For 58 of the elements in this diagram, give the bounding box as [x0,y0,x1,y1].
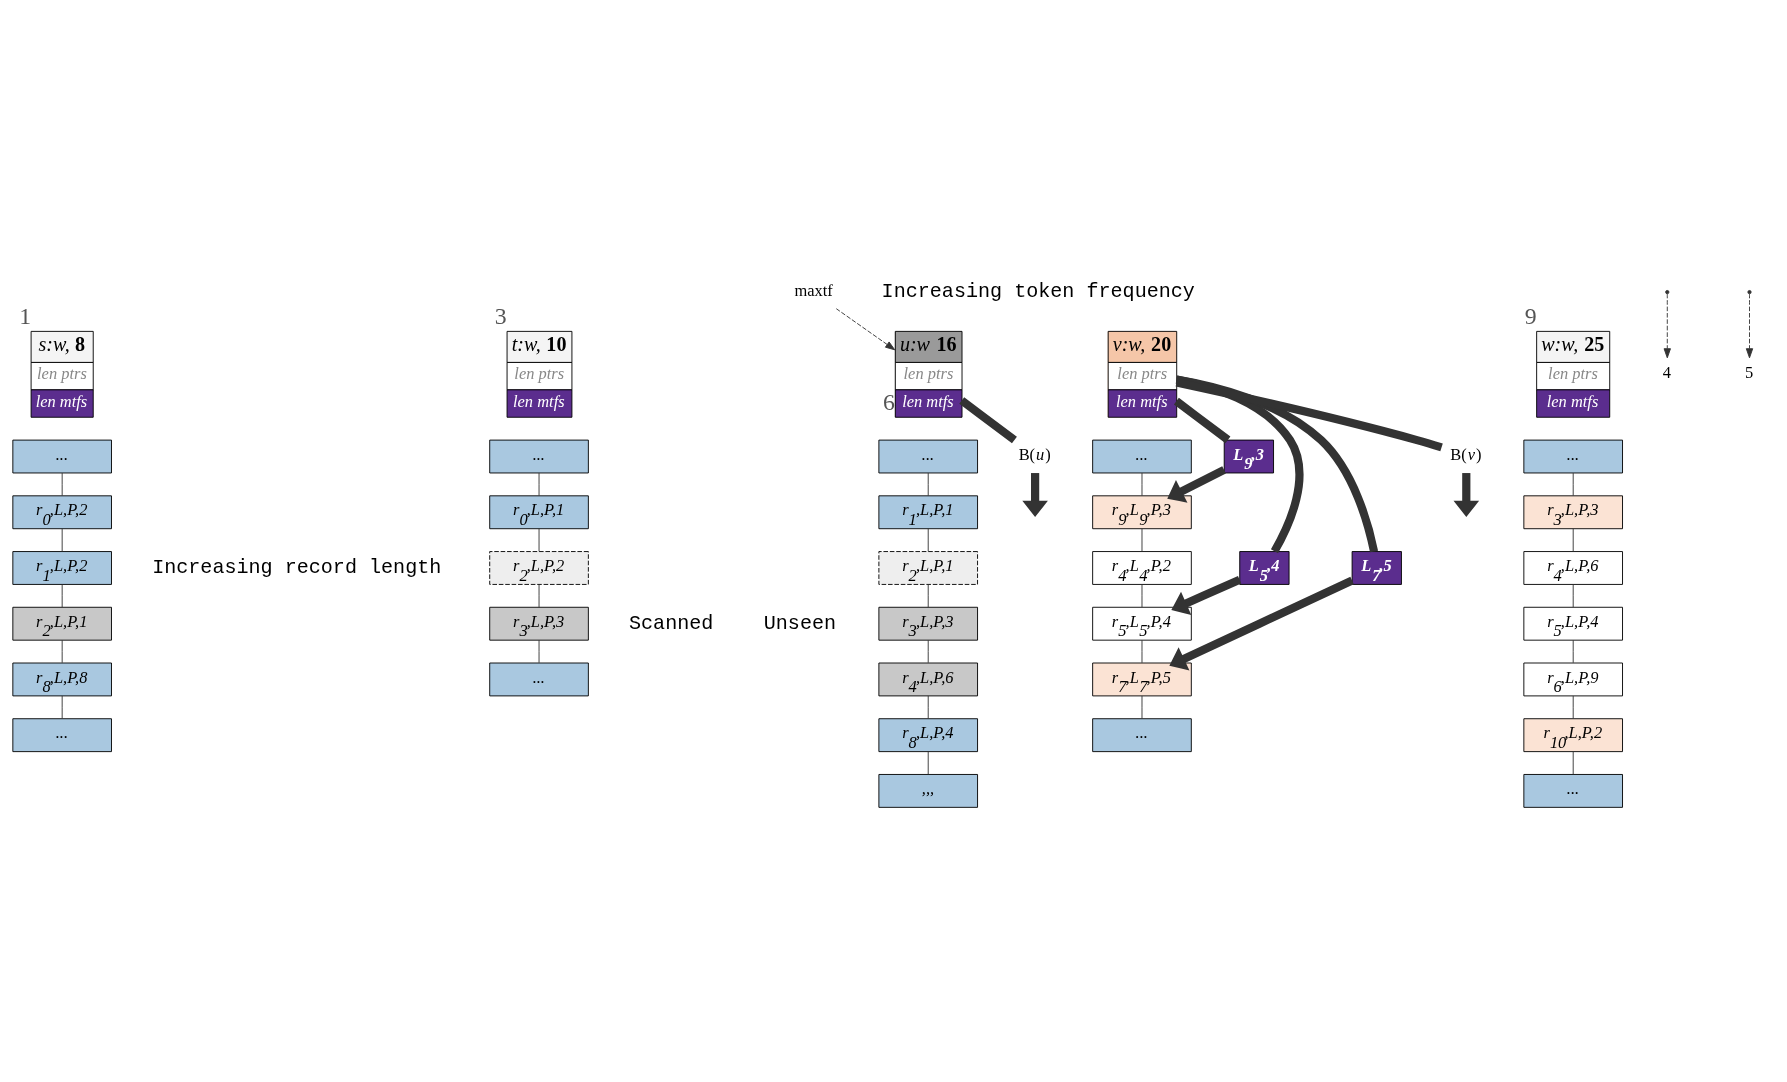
arrow [1663,292,1671,358]
node-box: ... [1092,717,1192,752]
connector [1572,472,1574,496]
arrow [1171,575,1242,615]
label: Increasing record length [152,555,442,579]
connector [927,527,929,552]
node-text: maxtf [794,280,833,300]
node-box: ... [12,439,112,473]
connector [61,695,63,719]
connector [61,639,63,663]
label: Increasing token frequency [881,279,1195,303]
connector [61,472,63,496]
connector [1572,695,1574,719]
arrow [835,307,896,350]
connector [538,472,540,496]
connector [538,527,540,552]
connector [1141,527,1143,552]
connector [538,639,540,663]
node-text: 4 [1662,362,1671,382]
connector [927,750,929,775]
label: Unseen [763,611,837,635]
connector [1572,583,1574,608]
node-box: ... [1523,773,1623,808]
connector [1141,583,1143,608]
label: Scanned [629,611,714,635]
node-label: 1 [19,302,32,329]
node-label: 9 [1524,302,1537,329]
connector [1572,639,1574,663]
node-box: ... [1092,439,1192,473]
node-label: 6 [882,388,895,415]
node-box: ... [489,439,589,473]
node-text: B(v) [1450,444,1482,464]
connector [1141,639,1143,663]
node-box: ... [1523,439,1623,473]
connector [927,695,929,719]
node-text: 5 [1744,362,1754,382]
connector [61,527,63,552]
arrow [1169,576,1354,670]
connector [61,583,63,608]
node-box: ... [12,717,112,752]
connector [1572,750,1574,775]
node-label: 3 [494,302,507,329]
node-box: ... [878,439,978,473]
connector [1173,397,1231,443]
node-box: ,,, [878,773,978,808]
node-text: B(u) [1018,444,1051,464]
arrow [1745,292,1754,358]
arrow [1167,465,1226,503]
connector [1141,472,1143,496]
connector [927,639,929,663]
connector [1175,374,1379,552]
connector [927,472,929,496]
connector [959,396,1017,443]
connector [538,583,540,608]
connector [927,583,929,608]
node-box: ... [489,662,589,696]
connector [1141,695,1143,719]
connector [1572,527,1574,552]
